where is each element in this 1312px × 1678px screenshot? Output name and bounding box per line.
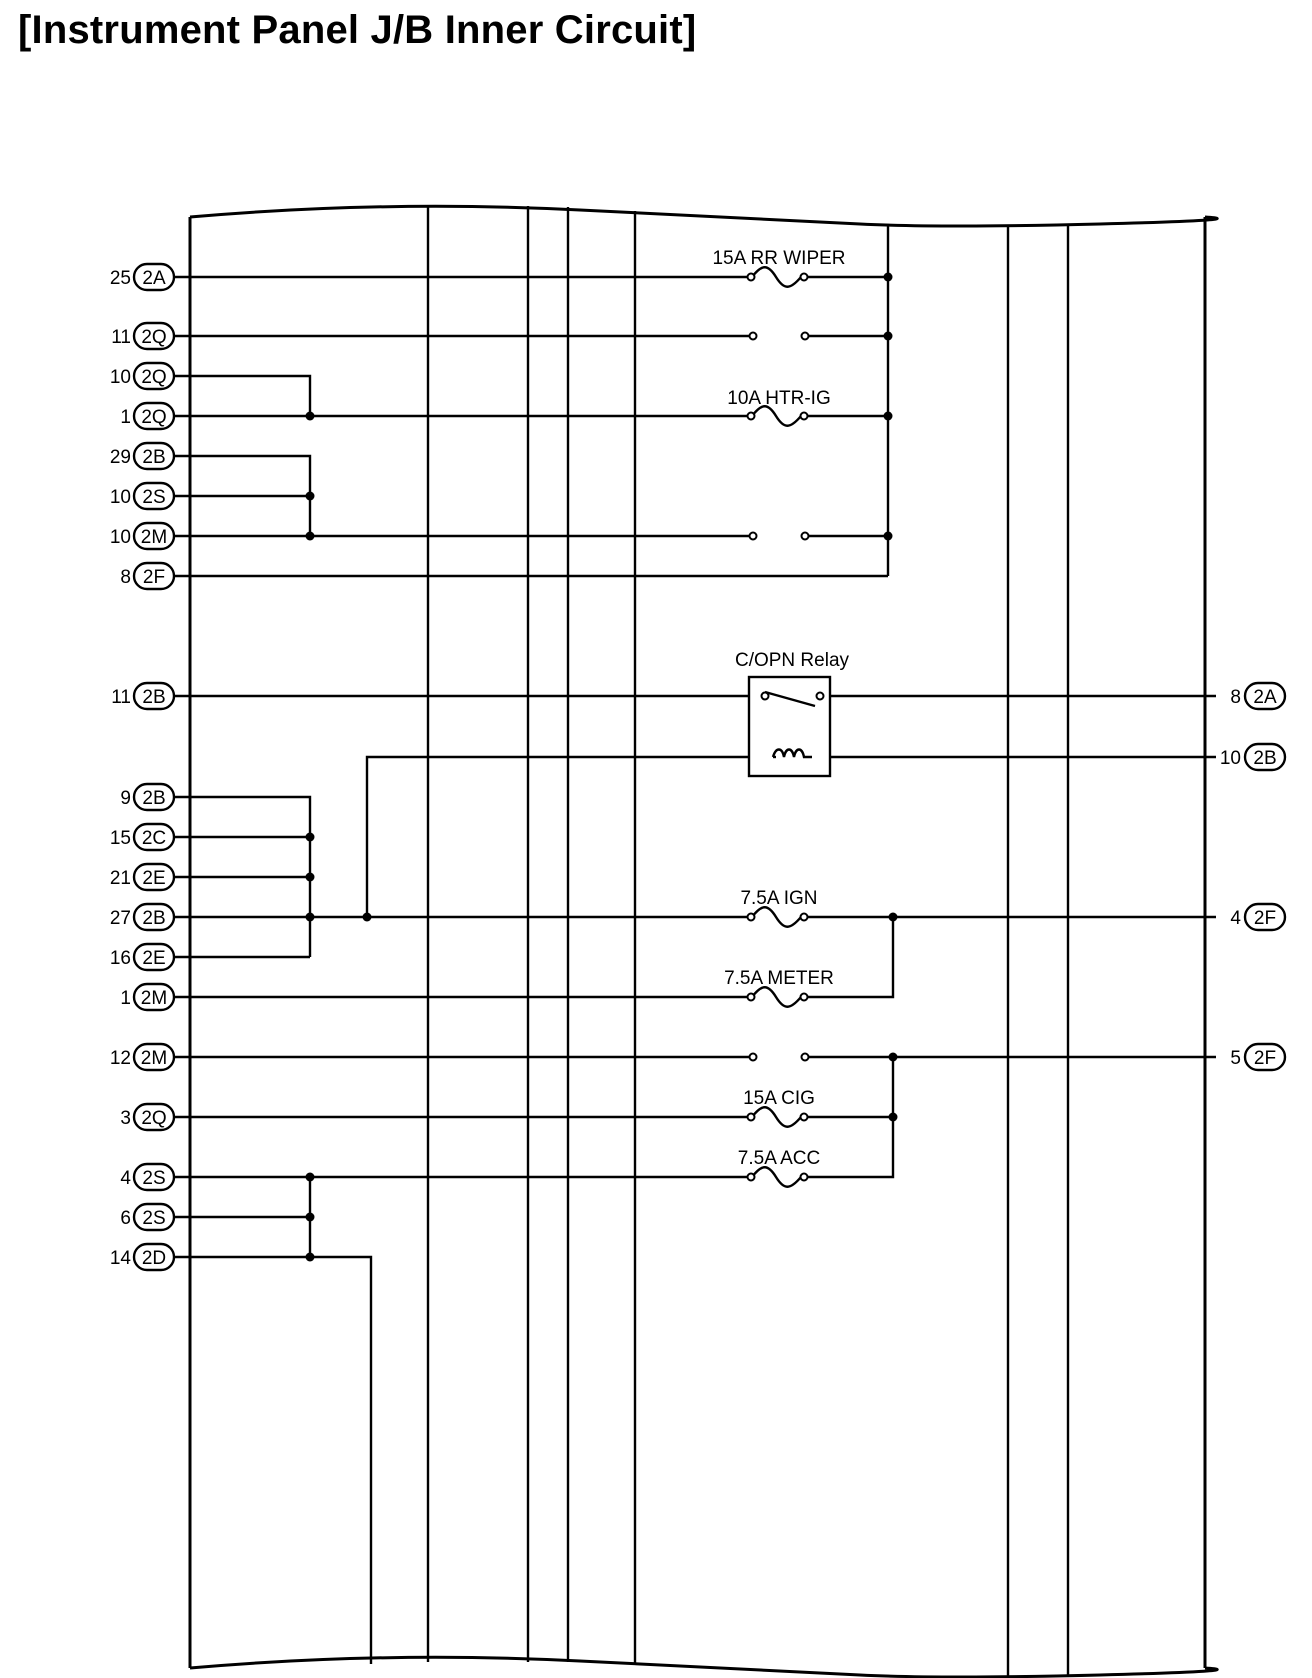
connector-left-14-2d: 14 2D (110, 1242, 176, 1272)
connector-left-11-2b: 11 2B (111, 681, 176, 711)
svg-text:2M: 2M (141, 1048, 167, 1069)
svg-text:2F: 2F (1254, 1048, 1276, 1069)
relay-c-opn: C/OPN Relay (735, 650, 850, 778)
open-contact-11-2q (748, 331, 810, 341)
fuse-7-5a-meter: 7.5A METER (724, 968, 834, 1008)
svg-text:16: 16 (110, 948, 131, 969)
svg-text:2Q: 2Q (141, 1108, 166, 1129)
fuse-15a-rr-wiper: 15A RR WIPER (712, 248, 846, 288)
svg-text:12: 12 (110, 1048, 131, 1069)
svg-text:2C: 2C (142, 828, 166, 849)
svg-text:5: 5 (1230, 1048, 1241, 1069)
fuse-10a-htr-ig: 10A HTR-IG (727, 388, 831, 427)
svg-text:4: 4 (1230, 908, 1241, 929)
svg-text:10: 10 (110, 527, 131, 548)
svg-text:8: 8 (120, 567, 131, 588)
open-contact-12-2m (748, 1052, 810, 1062)
svg-text:2E: 2E (142, 948, 165, 969)
svg-text:2A: 2A (1253, 687, 1277, 708)
connector-left-8-2f: 8 2F (120, 561, 176, 591)
svg-text:2E: 2E (142, 868, 165, 889)
svg-text:2Q: 2Q (141, 327, 166, 348)
fuse-15a-cig: 15A CIG (743, 1088, 815, 1128)
open-contact-10-2m (748, 531, 810, 541)
svg-text:2S: 2S (142, 487, 165, 508)
svg-text:2A: 2A (142, 268, 166, 289)
internal-bus-bars (426, 206, 1070, 1676)
connector-left-4-2s: 4 2S (120, 1162, 176, 1192)
svg-text:2Q: 2Q (141, 407, 166, 428)
svg-text:15: 15 (110, 828, 131, 849)
connector-left-1-2q: 1 2Q (120, 401, 176, 431)
junction-block-frame (188, 204, 1219, 1678)
wiring (174, 225, 1216, 1664)
fuse-label-htr-ig: 10A HTR-IG (727, 388, 830, 409)
svg-text:2D: 2D (142, 1248, 166, 1269)
svg-text:2B: 2B (142, 908, 165, 929)
page-title: [Instrument Panel J/B Inner Circuit] (18, 8, 697, 52)
svg-text:21: 21 (110, 868, 131, 889)
svg-text:4: 4 (120, 1168, 131, 1189)
fuse-7-5a-acc: 7.5A ACC (738, 1148, 820, 1188)
svg-text:27: 27 (110, 908, 131, 929)
svg-text:11: 11 (111, 687, 131, 708)
svg-text:2S: 2S (142, 1168, 165, 1189)
svg-text:10: 10 (110, 487, 131, 508)
connector-right-8-2a: 8 2A (1230, 681, 1287, 711)
connector-left-10-2m: 10 2M (110, 521, 176, 551)
connector-left-12-2m: 12 2M (110, 1042, 176, 1072)
svg-text:10: 10 (1220, 748, 1241, 769)
svg-text:2S: 2S (142, 1208, 165, 1229)
relay-label: C/OPN Relay (735, 650, 850, 671)
connector-left-3-2q: 3 2Q (120, 1102, 176, 1132)
connector-left-16-2e: 16 2E (110, 942, 176, 972)
svg-text:2M: 2M (141, 988, 167, 1009)
svg-text:29: 29 (110, 447, 131, 468)
svg-text:2M: 2M (141, 527, 167, 548)
svg-text:2B: 2B (142, 788, 165, 809)
connector-left-10-2q: 10 2Q (110, 361, 176, 391)
connector-right-5-2f: 5 2F (1230, 1042, 1287, 1072)
connector-right-10-2b: 10 2B (1220, 742, 1287, 772)
svg-text:1: 1 (120, 988, 131, 1009)
fuse-label-cig: 15A CIG (743, 1088, 815, 1109)
connector-right-4-2f: 4 2F (1230, 902, 1287, 932)
connector-left-25-2a: 25 2A (110, 262, 176, 292)
svg-text:25: 25 (110, 268, 131, 289)
connector-left-10-2s: 10 2S (110, 481, 176, 511)
connector-left-6-2s: 6 2S (120, 1202, 176, 1232)
connector-left-21-2e: 21 2E (110, 862, 176, 892)
connector-left-1-2m: 1 2M (120, 982, 176, 1012)
connectors-right: 8 2A 10 2B 4 2F 5 2F (1220, 681, 1287, 1072)
svg-text:8: 8 (1230, 687, 1241, 708)
fuse-label-acc: 7.5A ACC (738, 1148, 820, 1169)
connector-left-9-2b: 9 2B (120, 782, 176, 812)
svg-text:2F: 2F (1254, 908, 1276, 929)
svg-text:3: 3 (120, 1108, 131, 1129)
connector-left-27-2b: 27 2B (110, 902, 176, 932)
svg-text:2F: 2F (143, 567, 165, 588)
svg-text:14: 14 (110, 1248, 132, 1269)
svg-text:10: 10 (110, 367, 131, 388)
svg-text:11: 11 (111, 327, 131, 348)
svg-text:1: 1 (120, 407, 131, 428)
svg-text:6: 6 (120, 1208, 131, 1229)
fuse-7-5a-ign: 7.5A IGN (740, 888, 818, 928)
junction-dots (305, 272, 898, 1262)
svg-text:2Q: 2Q (141, 367, 166, 388)
fuse-label-rr-wiper: 15A RR WIPER (712, 248, 845, 269)
svg-text:2B: 2B (142, 447, 165, 468)
svg-text:9: 9 (120, 788, 131, 809)
fuse-label-ign: 7.5A IGN (740, 888, 817, 909)
fuse-label-meter: 7.5A METER (724, 968, 834, 989)
connector-left-15-2c: 15 2C (110, 822, 176, 852)
svg-text:2B: 2B (142, 687, 165, 708)
svg-text:2B: 2B (1253, 748, 1276, 769)
connector-left-11-2q: 11 2Q (111, 321, 176, 351)
connector-left-29-2b: 29 2B (110, 441, 176, 471)
